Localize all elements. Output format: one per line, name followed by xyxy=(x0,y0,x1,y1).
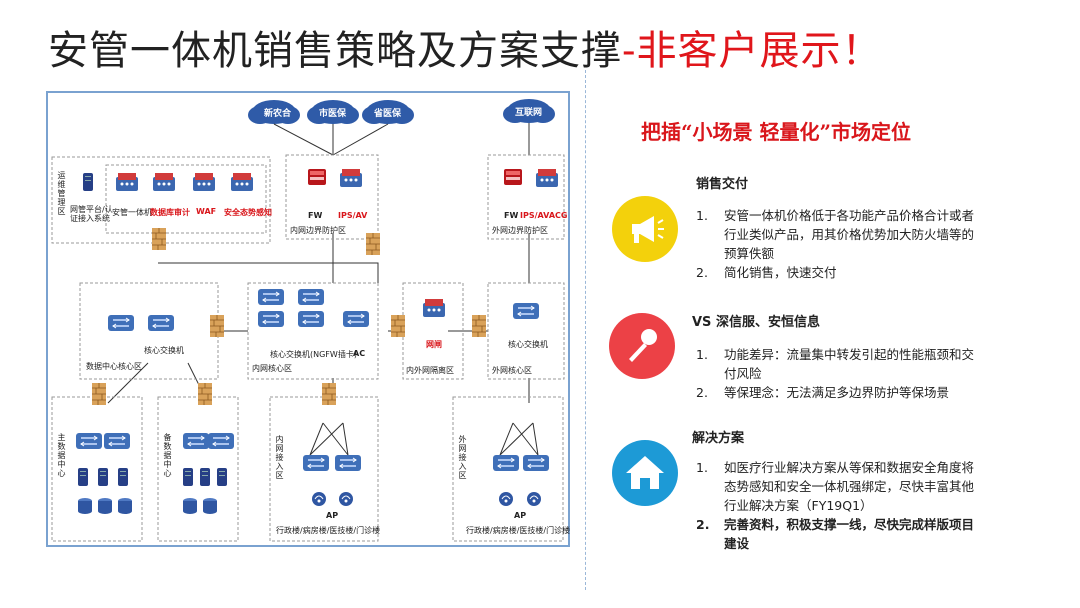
outer-border-zone-label: 外网边界防护区 xyxy=(492,226,548,235)
list-item: 2.完善资料，积极支撑一线，尽快完成样版项目建设 xyxy=(696,517,975,551)
inner-border-ips-label: IPS/AV xyxy=(338,211,368,220)
inner-core-ac-label: AC xyxy=(353,349,366,358)
outer-core-zone-label: 外网核心区 xyxy=(492,366,532,375)
dc-core-zone-label: 数据中心核心区 xyxy=(86,362,142,371)
list-item: 1.如医疗行业解决方案从等保和数据安全角度将态势感知和安全一体机强绑定，尽快丰富… xyxy=(696,460,975,513)
diagram-graphics xyxy=(51,99,565,542)
title-main: 安管一体机销售策略及方案支撑 xyxy=(48,28,622,74)
network-diagram: 新农合 市医保 省医保 互联网 运维管理区 网管平台/认证接入系统 安管一体机 … xyxy=(46,91,570,547)
outer-ap-label: AP xyxy=(514,511,527,520)
home-icon xyxy=(612,440,678,506)
cloud-shengyibao xyxy=(362,100,414,124)
section-sales-title: 销售交付 xyxy=(696,177,749,192)
inner-border-fw-label: FW xyxy=(308,211,323,220)
gap-device-label: 网闸 xyxy=(426,340,442,349)
megaphone-icon xyxy=(612,196,678,262)
cloud-label-internet: 互联网 xyxy=(515,108,543,118)
title-highlight: -非客户展示！ xyxy=(622,28,883,74)
inner-ap-label: AP xyxy=(326,511,339,520)
list-item: 1.功能差异：流量集中转发引起的性能瓶颈和交付风险 xyxy=(696,347,975,381)
inner-core-switch-label: 核心交换机(NGFW插卡) xyxy=(270,350,357,359)
inner-border-zone-label: 内网边界防护区 xyxy=(290,226,346,235)
cloud-label-xinnonghe: 新农合 xyxy=(264,109,292,119)
section-solution-list: 1.如医疗行业解决方案从等保和数据安全角度将态势感知和安全一体机强绑定，尽快丰富… xyxy=(696,458,986,553)
ops-item-1: 安管一体机 xyxy=(112,208,152,217)
cloud-xinnonghe xyxy=(248,100,300,124)
page-title: 安管一体机销售策略及方案支撑-非客户展示！ xyxy=(48,18,883,76)
inner-dept-label: 行政楼/病房楼/医技楼/门诊楼 xyxy=(276,526,381,535)
list-item: 2.等保理念：无法满足多边界防护等保场景 xyxy=(696,385,950,400)
dc-core-switch-label: 核心交换机 xyxy=(144,346,184,355)
ops-item-2: 数据库审计 xyxy=(150,208,190,217)
inner-core-zone-label: 内网核心区 xyxy=(252,364,292,373)
ops-item-3: WAF xyxy=(196,207,217,216)
cloud-shiyibao xyxy=(307,100,359,124)
main-dc-label: 主数据中心 xyxy=(57,433,66,478)
outer-dept-label: 行政楼/病房楼/医技楼/门诊楼 xyxy=(466,526,571,535)
outer-border-ips-label: IPS/AVACG xyxy=(520,211,568,220)
section-sales-list: 1.安管一体机价格低于各功能产品价格合计或者行业类似产品，用其价格优势加大防火墙… xyxy=(696,206,986,282)
microphone-icon xyxy=(609,313,675,379)
cloud-label-shiyibao: 市医保 xyxy=(319,109,347,119)
list-item: 2.简化销售，快速交付 xyxy=(696,265,837,280)
cloud-label-shengyibao: 省医保 xyxy=(374,109,402,119)
gap-zone-label: 内外网隔离区 xyxy=(406,366,454,375)
section-vs-title: VS 深信服、安恒信息 xyxy=(692,315,820,330)
section-solution-title: 解决方案 xyxy=(692,431,745,446)
inner-access-label: 内网接入区 xyxy=(275,435,284,480)
ops-item-4: 安全态势感知 xyxy=(224,208,272,217)
backup-dc-label: 备数据中心 xyxy=(163,433,172,478)
outer-core-switch-label: 核心交换机 xyxy=(508,340,548,349)
section-vs-list: 1.功能差异：流量集中转发引起的性能瓶颈和交付风险 2.等保理念：无法满足多边界… xyxy=(696,345,986,402)
section-divider xyxy=(585,70,586,590)
list-item: 1.安管一体机价格低于各功能产品价格合计或者行业类似产品，用其价格优势加大防火墙… xyxy=(696,208,975,261)
outer-access-label: 外网接入区 xyxy=(458,435,467,480)
ops-zone-label: 运维管理区 xyxy=(57,171,66,216)
cloud-internet xyxy=(503,99,555,123)
positioning-heading: 把插“小场景 轻量化”市场定位 xyxy=(641,120,911,144)
outer-border-fw-label: FW xyxy=(504,211,519,220)
ops-sub-label: 网管平台/认证接入系统 xyxy=(70,205,113,223)
